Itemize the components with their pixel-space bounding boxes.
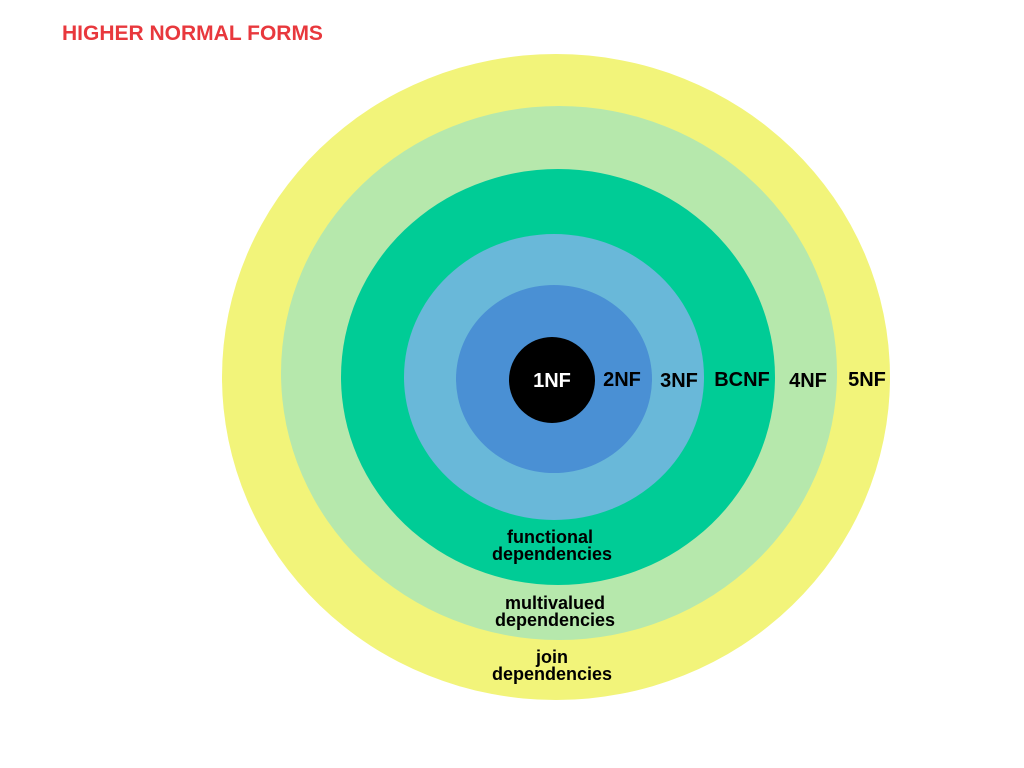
functional-dependencies-line1: functional [507,527,593,547]
join-dependencies-line1: join [535,647,568,667]
functional-dependencies-line2: dependencies [492,544,612,564]
label-3nf: 3NF [660,370,698,392]
label-1nf: 1NF [533,370,571,392]
label-4nf: 4NF [789,370,827,392]
multivalued-dependencies-line1: multivalued [505,593,605,613]
label-5nf: 5NF [848,369,886,391]
join-dependencies-line2: dependencies [492,664,612,684]
label-bcnf: BCNF [714,369,770,391]
ring-1nf [509,337,595,423]
slide-title: HIGHER NORMAL FORMS [62,22,323,45]
label-2nf: 2NF [603,369,641,391]
multivalued-dependencies-line2: dependencies [495,610,615,630]
